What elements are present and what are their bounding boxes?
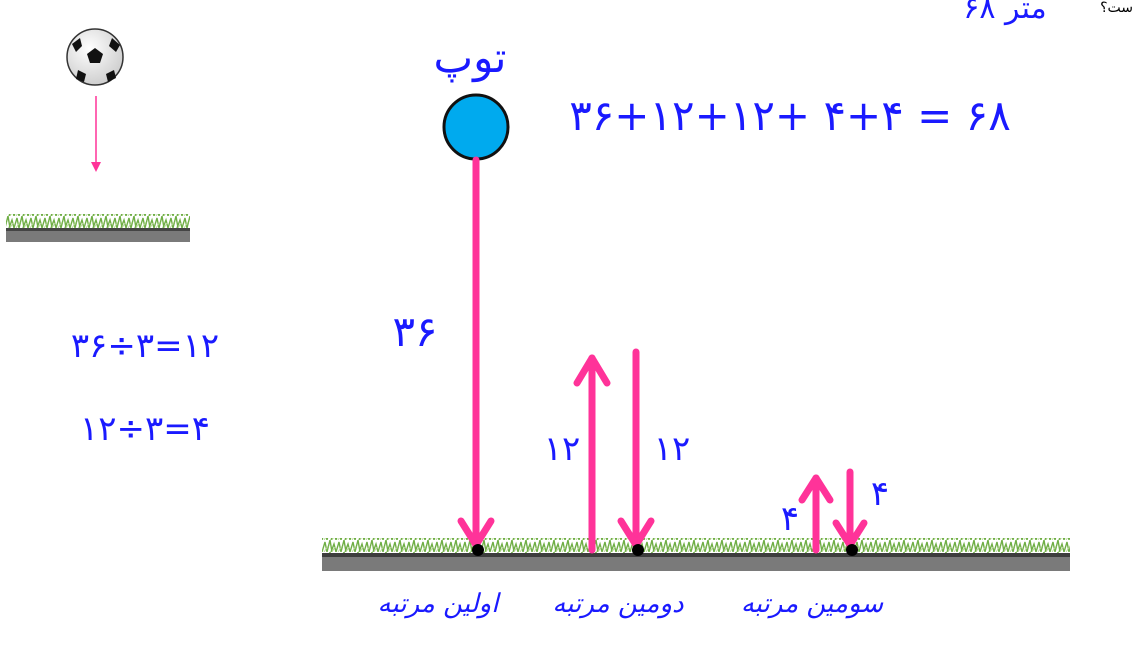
blue-ball	[442, 93, 510, 161]
soccer-ball-icon	[66, 28, 124, 86]
division-equation-2: ۱۲÷۳=۴	[80, 409, 210, 449]
sum-equation: ۳۶+۱۲+۱۲+ ۴+۴ = ۶۸	[569, 91, 1011, 140]
result-fragment: ۶۸ متر	[963, 0, 1046, 26]
drop-arrow	[457, 156, 495, 549]
impact-dot-2	[632, 544, 644, 556]
bounce-label-third: سومین مرتبه	[741, 589, 885, 619]
small-drop-arrow	[91, 96, 101, 172]
bounce-label-first: اولین مرتبه	[378, 589, 502, 619]
header-fragment: ست؟	[1100, 0, 1133, 16]
bounce-1-down-arrow	[617, 348, 655, 549]
bounce-2-down-arrow	[832, 468, 868, 549]
bounce-2-down-label: ۴	[871, 474, 889, 514]
impact-dot-3	[846, 544, 858, 556]
division-equation-1: ۳۶÷۳=۱۲	[71, 326, 219, 366]
bounce-1-up-arrow	[573, 354, 611, 554]
ball-label: توپ	[434, 33, 507, 82]
bounce-label-second: دومین مرتبه	[552, 589, 684, 619]
ground-strip	[322, 538, 1070, 571]
bounce-1-up-label: ۱۲	[544, 429, 581, 469]
drop-height-label: ۳۶	[392, 307, 437, 356]
bounce-2-up-arrow	[798, 474, 834, 554]
bounce-1-down-label: ۱۲	[654, 429, 691, 469]
bounce-2-up-label: ۴	[781, 499, 799, 539]
small-grass-strip	[6, 214, 190, 242]
impact-dot-1	[472, 544, 484, 556]
